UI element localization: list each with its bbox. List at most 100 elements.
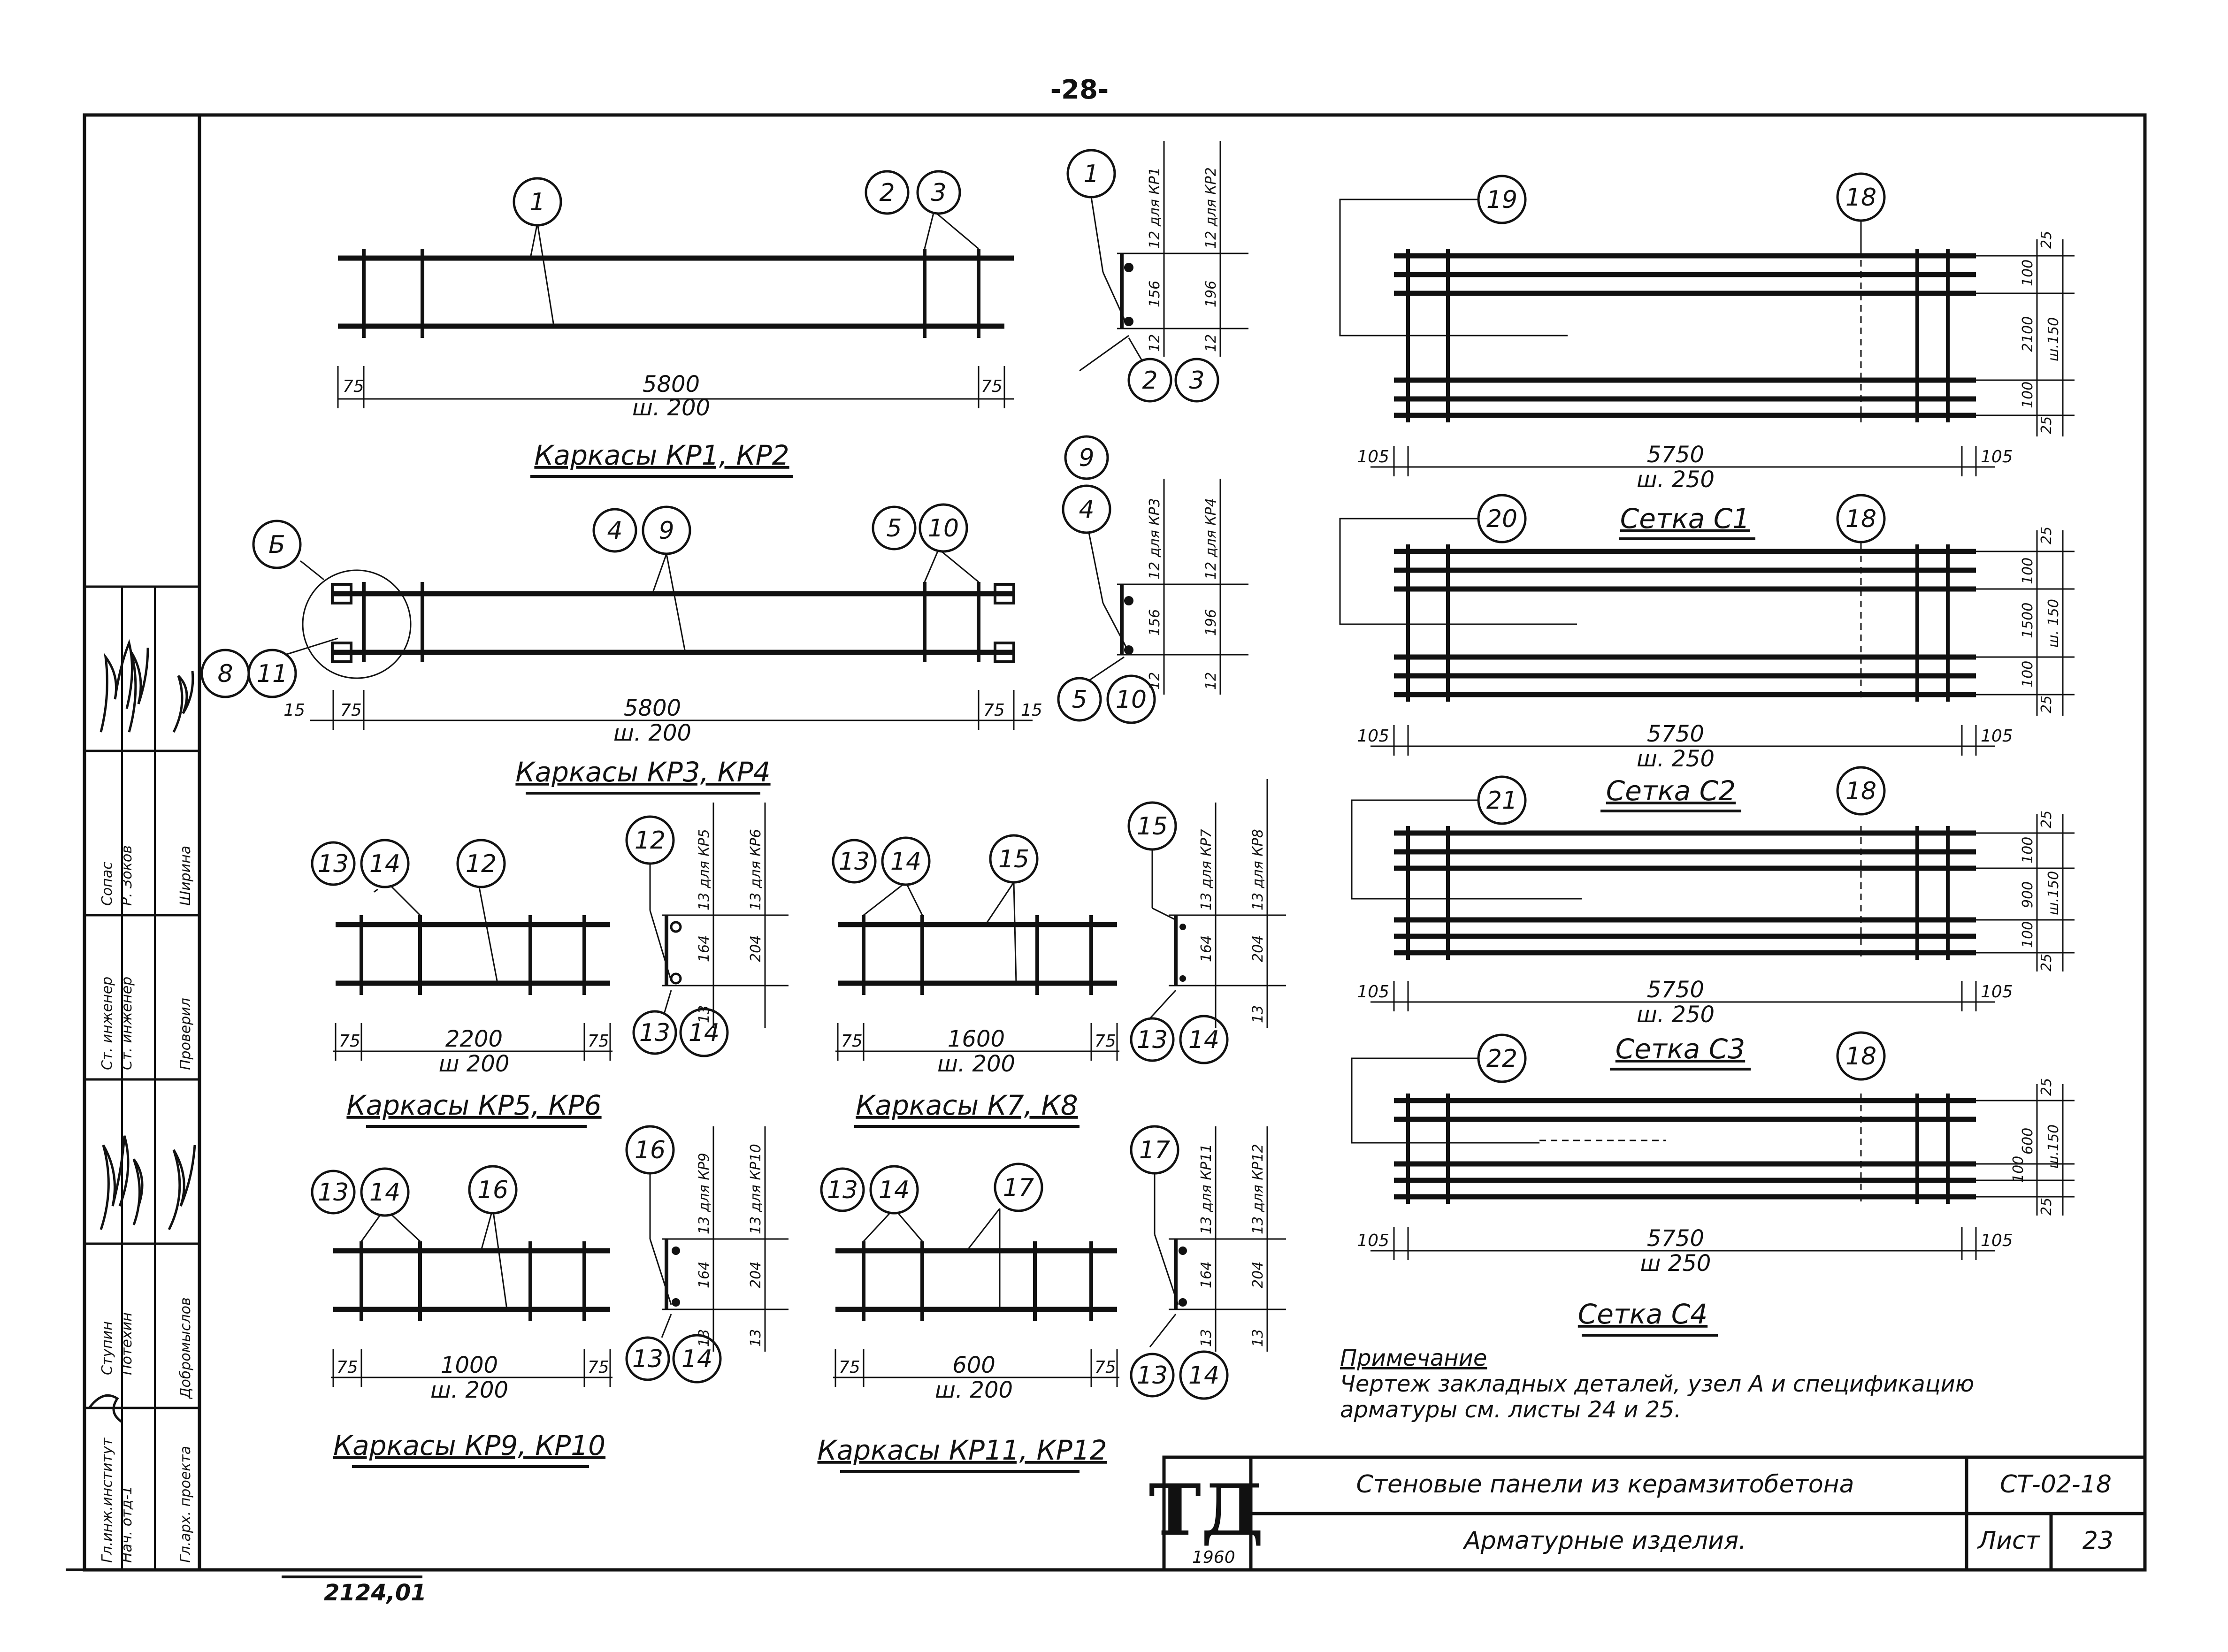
signature: [88, 1394, 123, 1423]
sheet-border: [83, 113, 2147, 1572]
dim-end: 105: [1357, 727, 1389, 746]
dim-label: 12 для КР2: [1203, 167, 1219, 249]
stamp-role: Гл.арх. проекта: [177, 1446, 194, 1563]
stamp-name: Добромыслов: [177, 1297, 194, 1400]
dim-step-right: ш. 150: [2045, 599, 2062, 648]
dim-end: 105: [1357, 982, 1389, 1002]
position-mark: 2: [879, 179, 895, 207]
dim-end-left: 75: [337, 1358, 358, 1377]
dim-label: 196: [1203, 609, 1219, 636]
dim-label: 25: [2038, 811, 2055, 828]
dim-label: 100: [2020, 260, 2036, 286]
dim-label: 12: [1147, 672, 1163, 690]
dim-length: 5750: [1647, 977, 1704, 1003]
dim-length: 5750: [1647, 442, 1704, 468]
dim-step: ш. 250: [1637, 746, 1715, 772]
dim-length: 5750: [1647, 1225, 1704, 1252]
dim-extra: 15: [283, 701, 305, 720]
dim-end: 105: [1357, 447, 1389, 467]
note-title: Примечание: [1340, 1345, 1487, 1371]
dim-label: 13: [1250, 1329, 1266, 1347]
dim-label: 13: [1198, 1329, 1215, 1347]
sheet-subtitle: Арматурные изделия.: [1462, 1527, 1746, 1555]
mesh-c4: 22 18 105 105 5750 ш 250 25 600 100 25 ш…: [1351, 1031, 2075, 1337]
dim-label: 204: [1250, 935, 1266, 962]
position-mark: 13: [1137, 1026, 1168, 1054]
dim-end-right: 75: [983, 701, 1005, 720]
dim-end-left: 75: [343, 377, 364, 396]
note-line: арматуры см. листы 24 и 25.: [1340, 1397, 1681, 1423]
section-kp11-kp12: 17 13 14 13 для КР11 164 13 13 для КР12 …: [1130, 1125, 1286, 1400]
stamp-role: Проверил: [177, 998, 194, 1070]
frame-title: Каркасы КР5, КР6: [346, 1089, 601, 1121]
dim-label: 13 для КР10: [748, 1144, 764, 1234]
note-line: Чертеж закладных деталей, узел А и специ…: [1340, 1371, 1974, 1397]
logo-mark: ТД: [1149, 1469, 1264, 1552]
dim-step: ш. 250: [1637, 1002, 1715, 1028]
stamp-name: Потехин: [119, 1312, 135, 1375]
position-mark: 13: [827, 1176, 858, 1204]
position-mark: 14: [369, 1178, 400, 1207]
stamp-role: Ст. инженер: [99, 977, 115, 1070]
stamp-role: Нач. отд-1: [119, 1486, 135, 1563]
dim-label: 12 для КР3: [1147, 498, 1163, 580]
dim-step: ш. 200: [430, 1377, 508, 1403]
frame-title: Каркасы К7, К8: [856, 1089, 1078, 1121]
dim-step-right: ш.150: [2045, 871, 2062, 915]
approval-stamp: Гл.инж.институт Нач. отд-1 Гл.арх. проек…: [84, 585, 199, 1570]
note-block: Примечание Чертеж закладных деталей, узе…: [1340, 1345, 1974, 1423]
dim-end-left: 75: [839, 1358, 860, 1377]
position-mark: 10: [1116, 686, 1147, 714]
position-mark: 18: [1845, 777, 1876, 805]
dim-label: 1500: [2020, 603, 2036, 638]
stamp-name: Ступин: [99, 1321, 115, 1375]
dim-length: 2200: [445, 1026, 503, 1052]
position-mark: 14: [689, 1019, 720, 1047]
position-mark: 8: [217, 660, 233, 688]
position-mark: 13: [318, 1178, 349, 1207]
position-mark: 11: [257, 660, 288, 688]
frame-kp9-kp10: 13 14 16 75 75 1000 ш. 200 Каркасы КР9, …: [311, 1165, 613, 1468]
dim-label: 600: [2020, 1128, 2036, 1155]
dim-label: 25: [2038, 954, 2055, 971]
dim-end: 105: [1981, 982, 2013, 1002]
dim-label: 164: [1198, 1262, 1215, 1288]
dim-label: 100: [2020, 558, 2036, 584]
position-mark: 17: [1003, 1174, 1034, 1202]
dim-label: 13: [696, 1329, 712, 1347]
dim-label: 13: [1250, 1005, 1266, 1023]
dim-end-left: 75: [339, 1032, 360, 1051]
dim-label: 13 для КР5: [696, 829, 712, 910]
frame-title: Каркасы КР11, КР12: [817, 1434, 1107, 1466]
mesh-title: Сетка С4: [1578, 1298, 1707, 1330]
position-mark: 22: [1486, 1045, 1517, 1073]
dim-length: 5750: [1647, 721, 1704, 747]
dim-length: 5800: [643, 371, 700, 398]
dim-end: 105: [1981, 727, 2013, 746]
dim-length: 5800: [624, 695, 681, 721]
position-mark: 13: [318, 850, 349, 878]
position-mark: 14: [890, 848, 921, 876]
position-mark: 5: [886, 514, 902, 543]
mesh-title: Сетка С1: [1620, 503, 1750, 535]
dim-label: 13 для КР9: [696, 1153, 712, 1234]
dim-label: 156: [1147, 609, 1163, 636]
dim-label: 25: [2038, 1198, 2055, 1216]
title-block: ТД 1960 Стеновые панели из керамзитобето…: [1149, 1455, 2147, 1572]
mesh-c1: 19 18 105 105 5750 ш. 250 25 100 2100 10…: [1339, 172, 2075, 540]
signature: [100, 639, 149, 733]
doc-code: СТ-02-18: [2000, 1470, 2112, 1499]
dim-label: 164: [1198, 935, 1215, 962]
dim-label: 100: [2020, 661, 2036, 688]
dim-label: 12 для КР1: [1147, 167, 1163, 249]
dim-label: 204: [748, 1262, 764, 1288]
dim-step: ш 250: [1640, 1250, 1711, 1277]
dim-label: 13 для КР7: [1198, 829, 1215, 910]
frame-kp1-kp2: 75 75 5800 ш. 200 1 2 3 Каркасы КР1, КР2: [337, 170, 1014, 478]
dim-label: 25: [2038, 527, 2055, 544]
sheet-title: Стеновые панели из керамзитобетона: [1356, 1470, 1854, 1499]
position-mark: 17: [1139, 1136, 1170, 1164]
dim-step: ш 200: [439, 1051, 510, 1077]
sheet-number: 23: [2083, 1527, 2113, 1555]
position-mark: 13: [839, 848, 870, 876]
